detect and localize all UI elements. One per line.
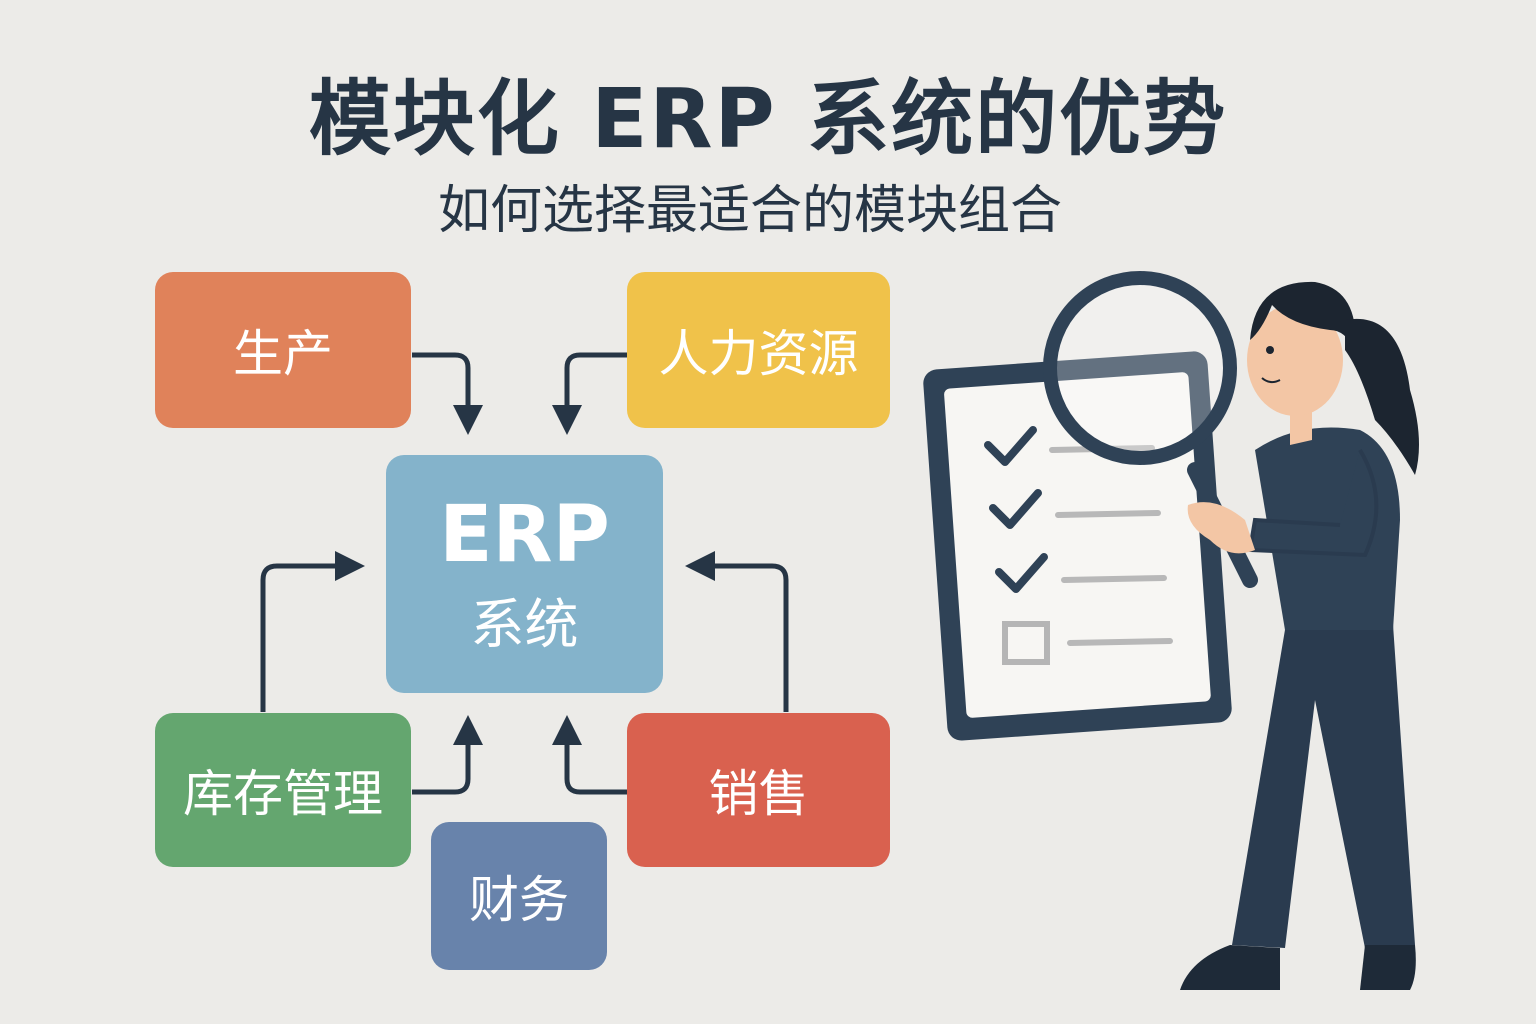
erp-center: ERP 系统 — [386, 455, 663, 693]
arrow-inventory — [260, 551, 365, 712]
module-inventory: 库存管理 — [155, 713, 411, 867]
checkmark-icon — [984, 426, 1048, 593]
arrow-sales-bottom — [552, 715, 627, 795]
erp-label: ERP — [439, 489, 610, 580]
module-label: 生产 — [233, 325, 333, 383]
arrow-sales — [685, 551, 789, 712]
person-figure — [1180, 281, 1419, 990]
module-label: 库存管理 — [183, 765, 383, 823]
page-title: 模块化 ERP 系统的优势 — [308, 72, 1228, 167]
page-subtitle: 如何选择最适合的模块组合 — [437, 181, 1062, 241]
erp-sublabel: 系统 — [470, 592, 579, 656]
module-label: 销售 — [708, 765, 809, 823]
module-finance: 财务 — [431, 822, 607, 970]
checkbox-icon — [1002, 621, 1050, 665]
arrow-inventory-bottom — [412, 715, 483, 795]
module-production: 生产 — [155, 272, 411, 428]
module-sales: 销售 — [627, 713, 890, 867]
arrow-hr — [552, 352, 627, 435]
module-hr: 人力资源 — [627, 272, 890, 428]
module-label: 财务 — [469, 871, 569, 929]
module-label: 人力资源 — [658, 325, 859, 383]
arrow-production — [412, 352, 483, 435]
